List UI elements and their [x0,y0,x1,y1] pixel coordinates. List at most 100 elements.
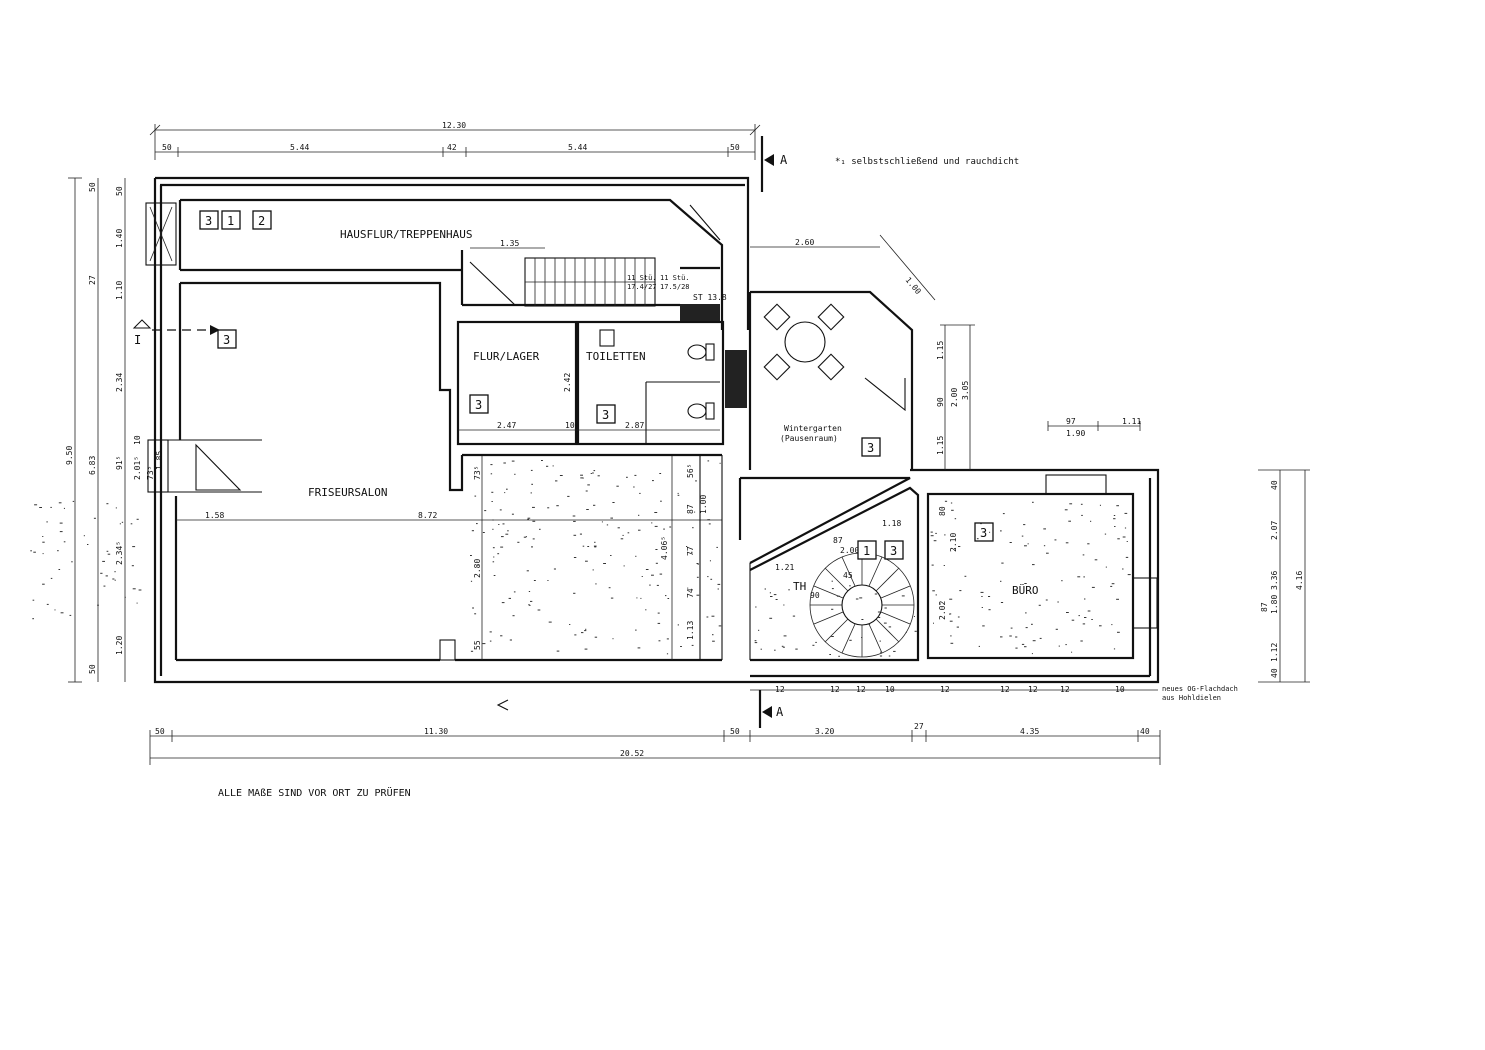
speck [71,561,73,563]
speck [136,518,139,520]
note-roof-2: aus Hohldielen [1162,694,1221,702]
speck [33,551,36,553]
speck [754,640,757,642]
speck [694,511,696,513]
speck [1065,542,1069,544]
speck [504,492,506,494]
room-label-toiletten: TOILETTEN [586,350,646,363]
speck [547,580,549,581]
speck [879,640,881,642]
speck [594,541,596,543]
speck [523,536,527,538]
speck [1025,627,1028,629]
dim-mid: 10 [565,421,575,430]
speck [944,500,948,502]
dim-right-g: 1.13 [686,621,695,640]
speck [489,631,492,633]
speck [552,465,554,467]
speck [1080,503,1083,505]
speck [943,565,945,566]
speck [532,506,535,508]
room-label-friseursalon: FRISEURSALON [308,486,387,499]
speck [651,574,654,576]
speck [660,500,662,502]
badge-group-hausflur: 3 1 2 [199,210,272,230]
speck [623,565,625,567]
dim-steps-b: 17.4/27 [627,283,657,291]
speck [783,604,785,606]
speck [592,569,594,571]
speck [1025,612,1027,614]
speck [1117,538,1120,540]
speck [587,546,590,547]
speck [503,462,506,464]
speck [42,583,45,585]
speck [83,535,85,537]
speck [493,556,495,558]
speck [1024,545,1027,547]
stairwell-area: HAUSFLUR/TREPPENHAUS 1.35 11 Stü. 17.4/2… [145,198,727,330]
speck [513,591,516,593]
speck [93,517,96,519]
speck [59,531,63,533]
speck [696,594,700,596]
dim-col: 73⁵ [473,466,482,480]
speck [760,648,762,650]
speck [758,629,760,631]
speck [1032,640,1036,642]
speck [470,650,474,652]
dim-left-h: 50 [88,664,97,674]
speck [861,637,863,638]
speck [1090,520,1092,522]
speck [635,629,637,631]
speck [627,532,630,534]
dim-th-d: 1.21 [775,563,794,572]
speck [677,624,679,626]
speck [658,640,661,642]
speck [585,560,588,562]
speck [1032,564,1035,566]
dim-left-j: 50 [115,186,124,196]
speck [537,609,541,611]
dim-annex-c: 1.90 [1066,429,1085,438]
speck [50,577,53,579]
speck [954,518,957,520]
speck [657,612,660,614]
speck [880,651,882,653]
speck [136,602,138,604]
svg-text:3: 3 [867,441,874,455]
speck [46,603,49,605]
tread-dims: 12 12 12 10 12 12 12 12 10 [750,685,1158,694]
speck [593,504,596,506]
dim-salon-w2: 8.72 [418,511,437,520]
dim-left-a: 50 [88,182,97,192]
speck [69,614,72,616]
speck [1045,599,1048,601]
dim-right-d: 4.06⁵ [660,536,669,560]
speck [620,538,624,540]
dim-winter-a: 1.15 [936,341,945,360]
chair-icon-4 [817,353,845,381]
toilet-icon-1 [687,344,707,360]
speck [491,501,493,502]
svg-text:12: 12 [940,685,950,694]
speck [525,536,527,538]
dim-top-total: 12.30 [442,121,466,130]
speck [980,523,982,525]
dim-winter-b: 90 [936,397,945,407]
speck [754,642,758,644]
speck [58,569,61,570]
speck [879,655,883,657]
badge-buero: 3 [974,522,994,542]
speck [612,502,615,503]
dim-door-left: 73⁵ [146,466,155,480]
speck [130,523,133,525]
badge-flur-lager: 3 [469,394,489,414]
speck [949,598,953,600]
speck [1087,610,1091,612]
speck [586,509,589,510]
speck [1116,598,1119,600]
speck [640,597,642,599]
speck [573,592,576,594]
